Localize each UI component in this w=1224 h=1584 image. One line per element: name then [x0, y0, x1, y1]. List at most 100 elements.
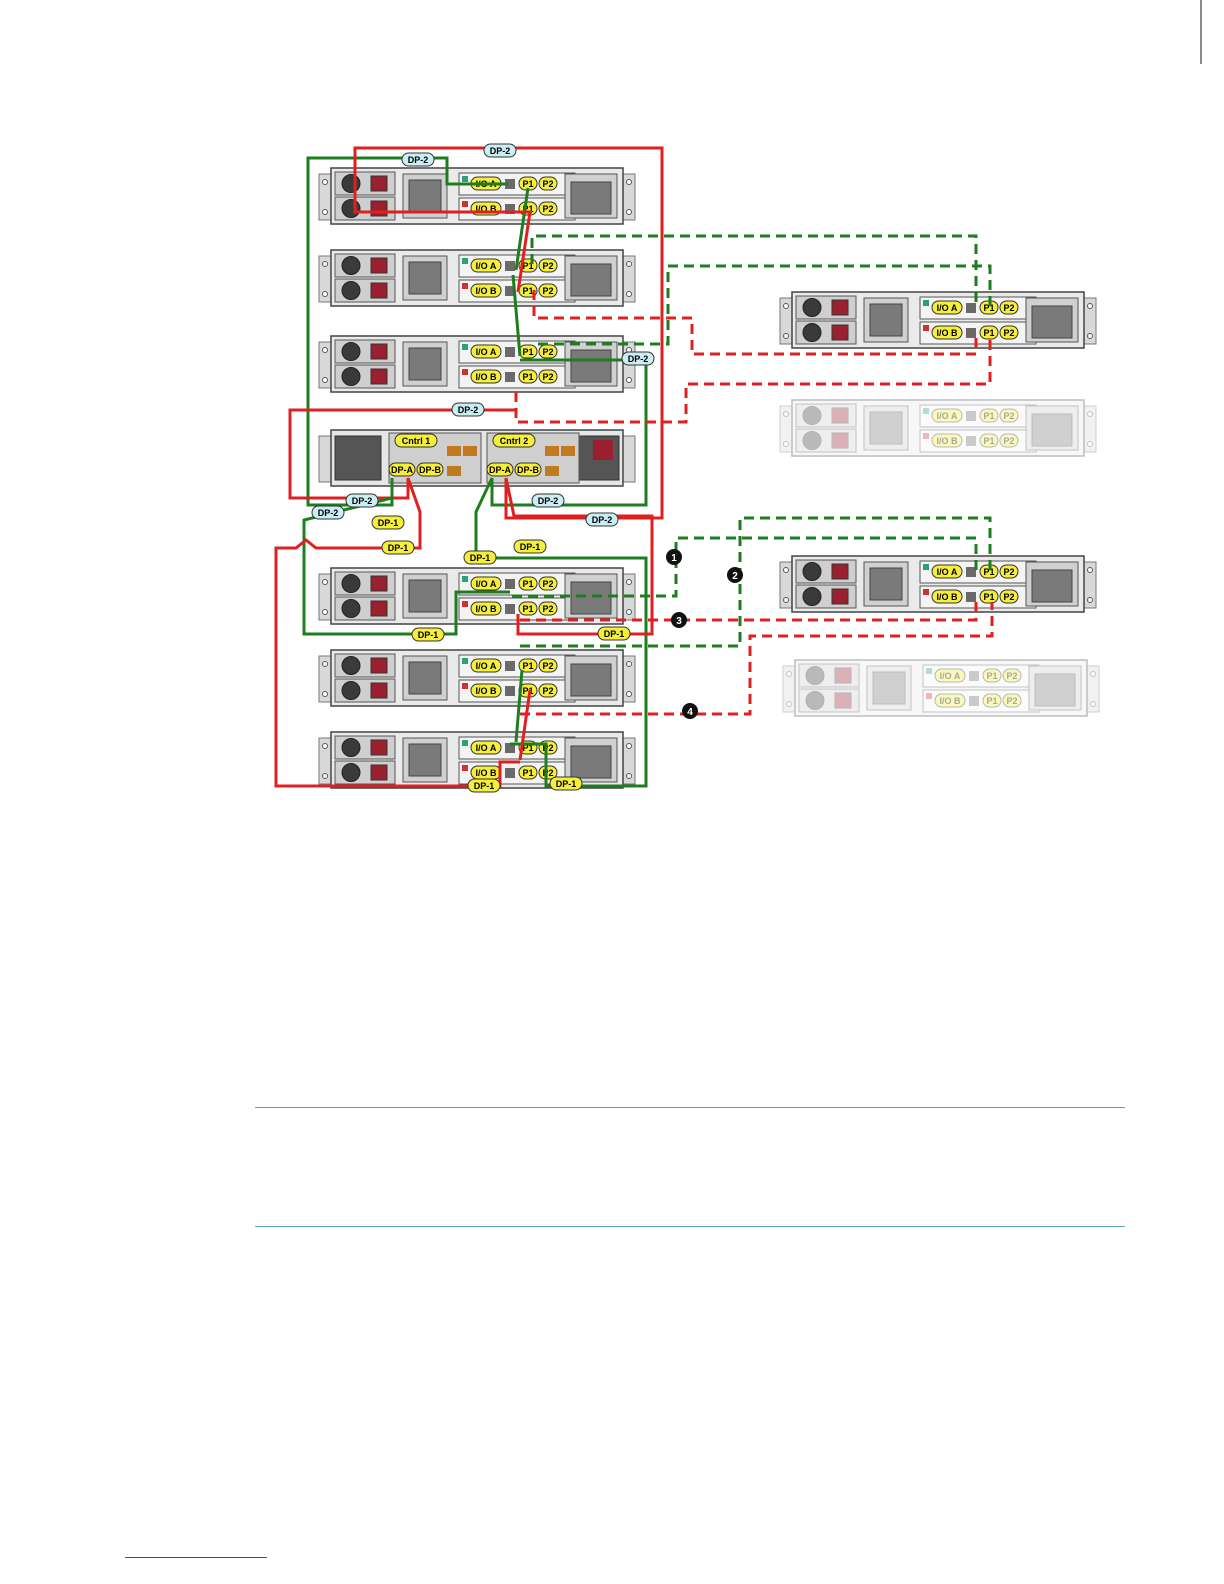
label-io-b: I/O B [931, 589, 963, 604]
label-io-a: I/O A [470, 258, 502, 273]
io-module-io-b [922, 689, 1040, 713]
label-io-b-text: I/O B [475, 204, 497, 214]
label-io-a-bg [470, 658, 502, 673]
tag-dp2-top-0-bg [401, 152, 435, 167]
io-led [923, 408, 929, 414]
tag-dp2-ctrl-right-bg [531, 493, 565, 508]
label-port-p2-text: P2 [542, 261, 553, 271]
label-port-p1-text: P1 [986, 671, 997, 681]
psu-socket [834, 667, 852, 684]
label-dp-a-ctrl1-bg [388, 462, 416, 477]
label-io-a: I/O A [470, 658, 502, 673]
label-port-p2-text: P2 [542, 204, 553, 214]
host-port [545, 446, 559, 456]
ear-hole [626, 209, 632, 215]
psu-fan-icon [341, 599, 361, 618]
label-port-p2: P2 [999, 589, 1019, 604]
io-port [505, 372, 515, 382]
label-port-p2-bg [1002, 693, 1022, 708]
psu-socket [370, 600, 388, 617]
label-io-b-text: I/O B [475, 686, 497, 696]
psu-socket [370, 739, 388, 756]
power-supply [798, 663, 860, 688]
psu-fan-icon [341, 763, 361, 782]
cable-exp-red-4 [520, 602, 994, 716]
label-dp-b-ctrl2-text: DP-B [517, 465, 539, 475]
psu-fan-icon [802, 323, 822, 342]
label-io-a-bg [470, 344, 502, 359]
tag-dp1-f-bg [597, 626, 631, 641]
tag-dp2-top-1-text: DP-2 [490, 146, 511, 156]
tag-dp2-mid-bg [451, 402, 485, 417]
label-port-p2-bg [538, 369, 558, 384]
psu-fan-icon [341, 256, 361, 275]
io-port [505, 686, 515, 696]
label-io-b: I/O B [934, 693, 966, 708]
label-port-p1: P1 [518, 369, 538, 384]
psu-fan-icon [341, 342, 361, 361]
label-port-p1-text: P1 [983, 303, 994, 313]
label-dp-b-ctrl1-bg [416, 462, 444, 477]
callout-text: 3 [676, 616, 682, 627]
cable-green-link [514, 669, 524, 743]
tag-dp1-b: DP-1 [381, 540, 415, 555]
io-port [505, 179, 515, 189]
tag-dp1-e-text: DP-1 [418, 630, 439, 640]
psu-socket [370, 682, 388, 699]
power-supply [798, 688, 860, 713]
fan-grille-icon [408, 743, 442, 777]
ear-hole [1087, 333, 1093, 339]
tag-dp2-right: DP-2 [621, 351, 655, 366]
label-port-p2: P2 [999, 325, 1019, 340]
psu-socket [831, 588, 849, 605]
io-module-io-b [919, 429, 1037, 453]
ear-hole [1087, 597, 1093, 603]
fan-grille-icon [869, 567, 903, 601]
io-port [966, 303, 976, 313]
label-io-b-text: I/O B [475, 372, 497, 382]
label-io-a-bg [931, 408, 963, 423]
psu-fan-icon [802, 431, 822, 450]
fan-grille-icon [570, 181, 612, 215]
cable-dp2-red-b [353, 146, 664, 520]
label-port-p2-bg [538, 283, 558, 298]
label-port-p2-text: P2 [542, 286, 553, 296]
cable-red-link [518, 689, 532, 761]
fan-grille-icon [869, 411, 903, 445]
label-port-p1-bg [982, 693, 1002, 708]
io-led [462, 201, 468, 207]
fan-grille-icon [570, 745, 612, 779]
callout-bg [671, 612, 687, 628]
callout-text: 1 [671, 553, 677, 564]
cable-exp-green-2 [538, 264, 992, 346]
tag-dp1-d: DP-1 [513, 539, 547, 554]
tag-dp1-g-bg [467, 778, 501, 793]
label-cntrl1: Cntrl 1 [394, 433, 438, 448]
label-io-b: I/O B [470, 601, 502, 616]
cable-exp-green-3 [512, 536, 978, 598]
ear-hole [786, 701, 792, 707]
psu-fan-icon [341, 656, 361, 675]
tag-dp1-f-text: DP-1 [604, 629, 625, 639]
label-io-a: I/O A [470, 344, 502, 359]
label-io-a-text: I/O A [476, 261, 497, 271]
tag-dp2-ctrl-right: DP-2 [531, 493, 565, 508]
label-port-p1: P1 [518, 601, 538, 616]
label-port-p2-bg [538, 258, 558, 273]
fan-grille-icon [872, 671, 906, 705]
label-port-p1: P1 [518, 765, 538, 780]
tag-dp2-mid-text: DP-2 [458, 405, 479, 415]
psu-fan-icon [802, 406, 822, 425]
ear-hole [783, 333, 789, 339]
tag-dp2-top-0: DP-2 [401, 152, 435, 167]
page-edge-marker [1200, 0, 1202, 64]
label-io-a: I/O A [470, 740, 502, 755]
label-io-a-text: I/O A [937, 303, 958, 313]
callout-bg [682, 703, 698, 719]
label-port-p1-bg [518, 369, 538, 384]
label-port-p2: P2 [538, 369, 558, 384]
psu-fan-icon [341, 281, 361, 300]
